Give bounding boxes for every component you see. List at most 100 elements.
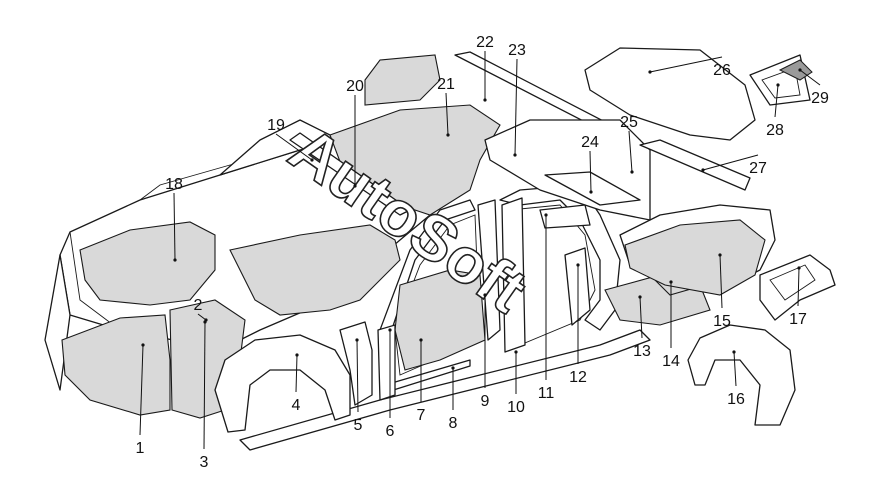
callout-dot-21 bbox=[446, 133, 450, 137]
callout-26: 26 bbox=[648, 56, 731, 79]
callout-number-6: 6 bbox=[386, 423, 395, 440]
callout-13: 13 bbox=[633, 295, 651, 360]
insulation-parts bbox=[61, 47, 836, 433]
callout-leader-21 bbox=[445, 92, 449, 136]
callout-number-9: 9 bbox=[481, 393, 490, 410]
part-17-bracket bbox=[759, 254, 836, 321]
front-floor-mat bbox=[229, 224, 401, 316]
callout-number-19: 19 bbox=[267, 117, 285, 134]
callout-dot-9 bbox=[483, 293, 487, 297]
part-26-trunk-lid bbox=[584, 47, 756, 141]
callout-leader-27 bbox=[702, 154, 759, 171]
callout-15: 15 bbox=[713, 253, 731, 330]
callout-number-8: 8 bbox=[449, 415, 458, 432]
callout-number-13: 13 bbox=[633, 343, 651, 360]
callout-16: 16 bbox=[727, 350, 745, 408]
callout-leader-23 bbox=[514, 58, 518, 156]
callout-dot-27 bbox=[701, 168, 705, 172]
callout-dot-12 bbox=[576, 263, 580, 267]
callout-dot-3 bbox=[203, 320, 207, 324]
callout-number-16: 16 bbox=[727, 391, 745, 408]
callout-number-10: 10 bbox=[507, 399, 525, 416]
callout-29: 29 bbox=[798, 68, 829, 107]
callout-7: 7 bbox=[417, 338, 426, 424]
callout-17: 17 bbox=[789, 266, 807, 328]
callout-number-17: 17 bbox=[789, 311, 807, 328]
callout-14: 14 bbox=[662, 280, 680, 370]
part-1-panel bbox=[61, 314, 171, 416]
callout-dot-18 bbox=[173, 258, 177, 262]
callout-leader-16 bbox=[733, 351, 737, 387]
callout-number-18: 18 bbox=[165, 176, 183, 193]
callout-18: 18 bbox=[165, 176, 183, 262]
part-11-door-panel bbox=[539, 204, 591, 229]
callout-21: 21 bbox=[437, 76, 455, 137]
part-16-wheel-arch bbox=[687, 324, 796, 426]
callout-dot-17 bbox=[797, 266, 801, 270]
callout-dot-19 bbox=[310, 158, 314, 162]
callout-leader-4 bbox=[295, 354, 298, 393]
callout-number-25: 25 bbox=[620, 114, 638, 131]
part-29-cap bbox=[778, 59, 813, 81]
callout-8: 8 bbox=[449, 366, 458, 432]
callout-leader-25 bbox=[628, 130, 633, 173]
callout-1: 1 bbox=[136, 343, 145, 457]
callout-dot-15 bbox=[718, 253, 722, 257]
callout-number-11: 11 bbox=[538, 385, 555, 402]
callout-number-15: 15 bbox=[713, 313, 731, 330]
callout-dot-8 bbox=[451, 366, 455, 370]
callout-number-26: 26 bbox=[713, 62, 731, 79]
callout-number-7: 7 bbox=[417, 407, 426, 424]
callout-27: 27 bbox=[701, 154, 767, 177]
callout-dot-10 bbox=[514, 350, 518, 354]
callout-25: 25 bbox=[620, 114, 638, 174]
part-7-floor-mat bbox=[394, 269, 486, 371]
callout-dot-26 bbox=[648, 70, 652, 74]
callout-12: 12 bbox=[569, 263, 587, 386]
callout-number-27: 27 bbox=[749, 160, 767, 177]
callout-leader-1 bbox=[139, 344, 144, 436]
part-15-seat-back bbox=[624, 219, 766, 296]
callout-28: 28 bbox=[766, 83, 784, 139]
callout-dot-14 bbox=[669, 280, 673, 284]
callout-leader-3 bbox=[203, 321, 206, 450]
callout-number-22: 22 bbox=[476, 34, 494, 51]
callout-number-24: 24 bbox=[581, 134, 599, 151]
callout-dot-1 bbox=[141, 343, 145, 347]
callout-leader-13 bbox=[639, 296, 643, 339]
part-20-pad bbox=[364, 54, 441, 106]
callout-dot-13 bbox=[638, 295, 642, 299]
callout-dot-24 bbox=[589, 190, 593, 194]
callout-dot-25 bbox=[630, 170, 634, 174]
callout-number-2: 2 bbox=[194, 297, 203, 314]
callout-dot-6 bbox=[388, 328, 392, 332]
callout-leader-18 bbox=[173, 192, 176, 261]
callout-dot-23 bbox=[513, 153, 517, 157]
callout-dot-20 bbox=[353, 184, 357, 188]
callout-24: 24 bbox=[581, 134, 599, 194]
callout-leader-26 bbox=[649, 56, 723, 73]
callout-number-12: 12 bbox=[569, 369, 587, 386]
callout-number-21: 21 bbox=[437, 76, 455, 93]
callout-leader-29 bbox=[799, 69, 821, 86]
callout-6: 6 bbox=[386, 328, 395, 440]
callout-3: 3 bbox=[200, 320, 209, 471]
callout-number-1: 1 bbox=[136, 440, 145, 457]
callout-number-4: 4 bbox=[292, 397, 301, 414]
callout-number-20: 20 bbox=[346, 78, 364, 95]
callout-20: 20 bbox=[346, 78, 364, 188]
callout-leader-24 bbox=[589, 150, 592, 193]
callout-10: 10 bbox=[507, 350, 525, 416]
callout-dot-4 bbox=[295, 353, 299, 357]
part-10-door-seal bbox=[501, 197, 526, 353]
callout-9: 9 bbox=[481, 293, 490, 410]
callout-dot-5 bbox=[355, 338, 359, 342]
part-5-panel bbox=[339, 321, 373, 406]
callout-leader-15 bbox=[719, 254, 723, 309]
callout-leader-5 bbox=[356, 339, 359, 413]
callout-number-23: 23 bbox=[508, 42, 526, 59]
callout-number-29: 29 bbox=[811, 90, 829, 107]
callout-dot-29 bbox=[798, 68, 802, 72]
